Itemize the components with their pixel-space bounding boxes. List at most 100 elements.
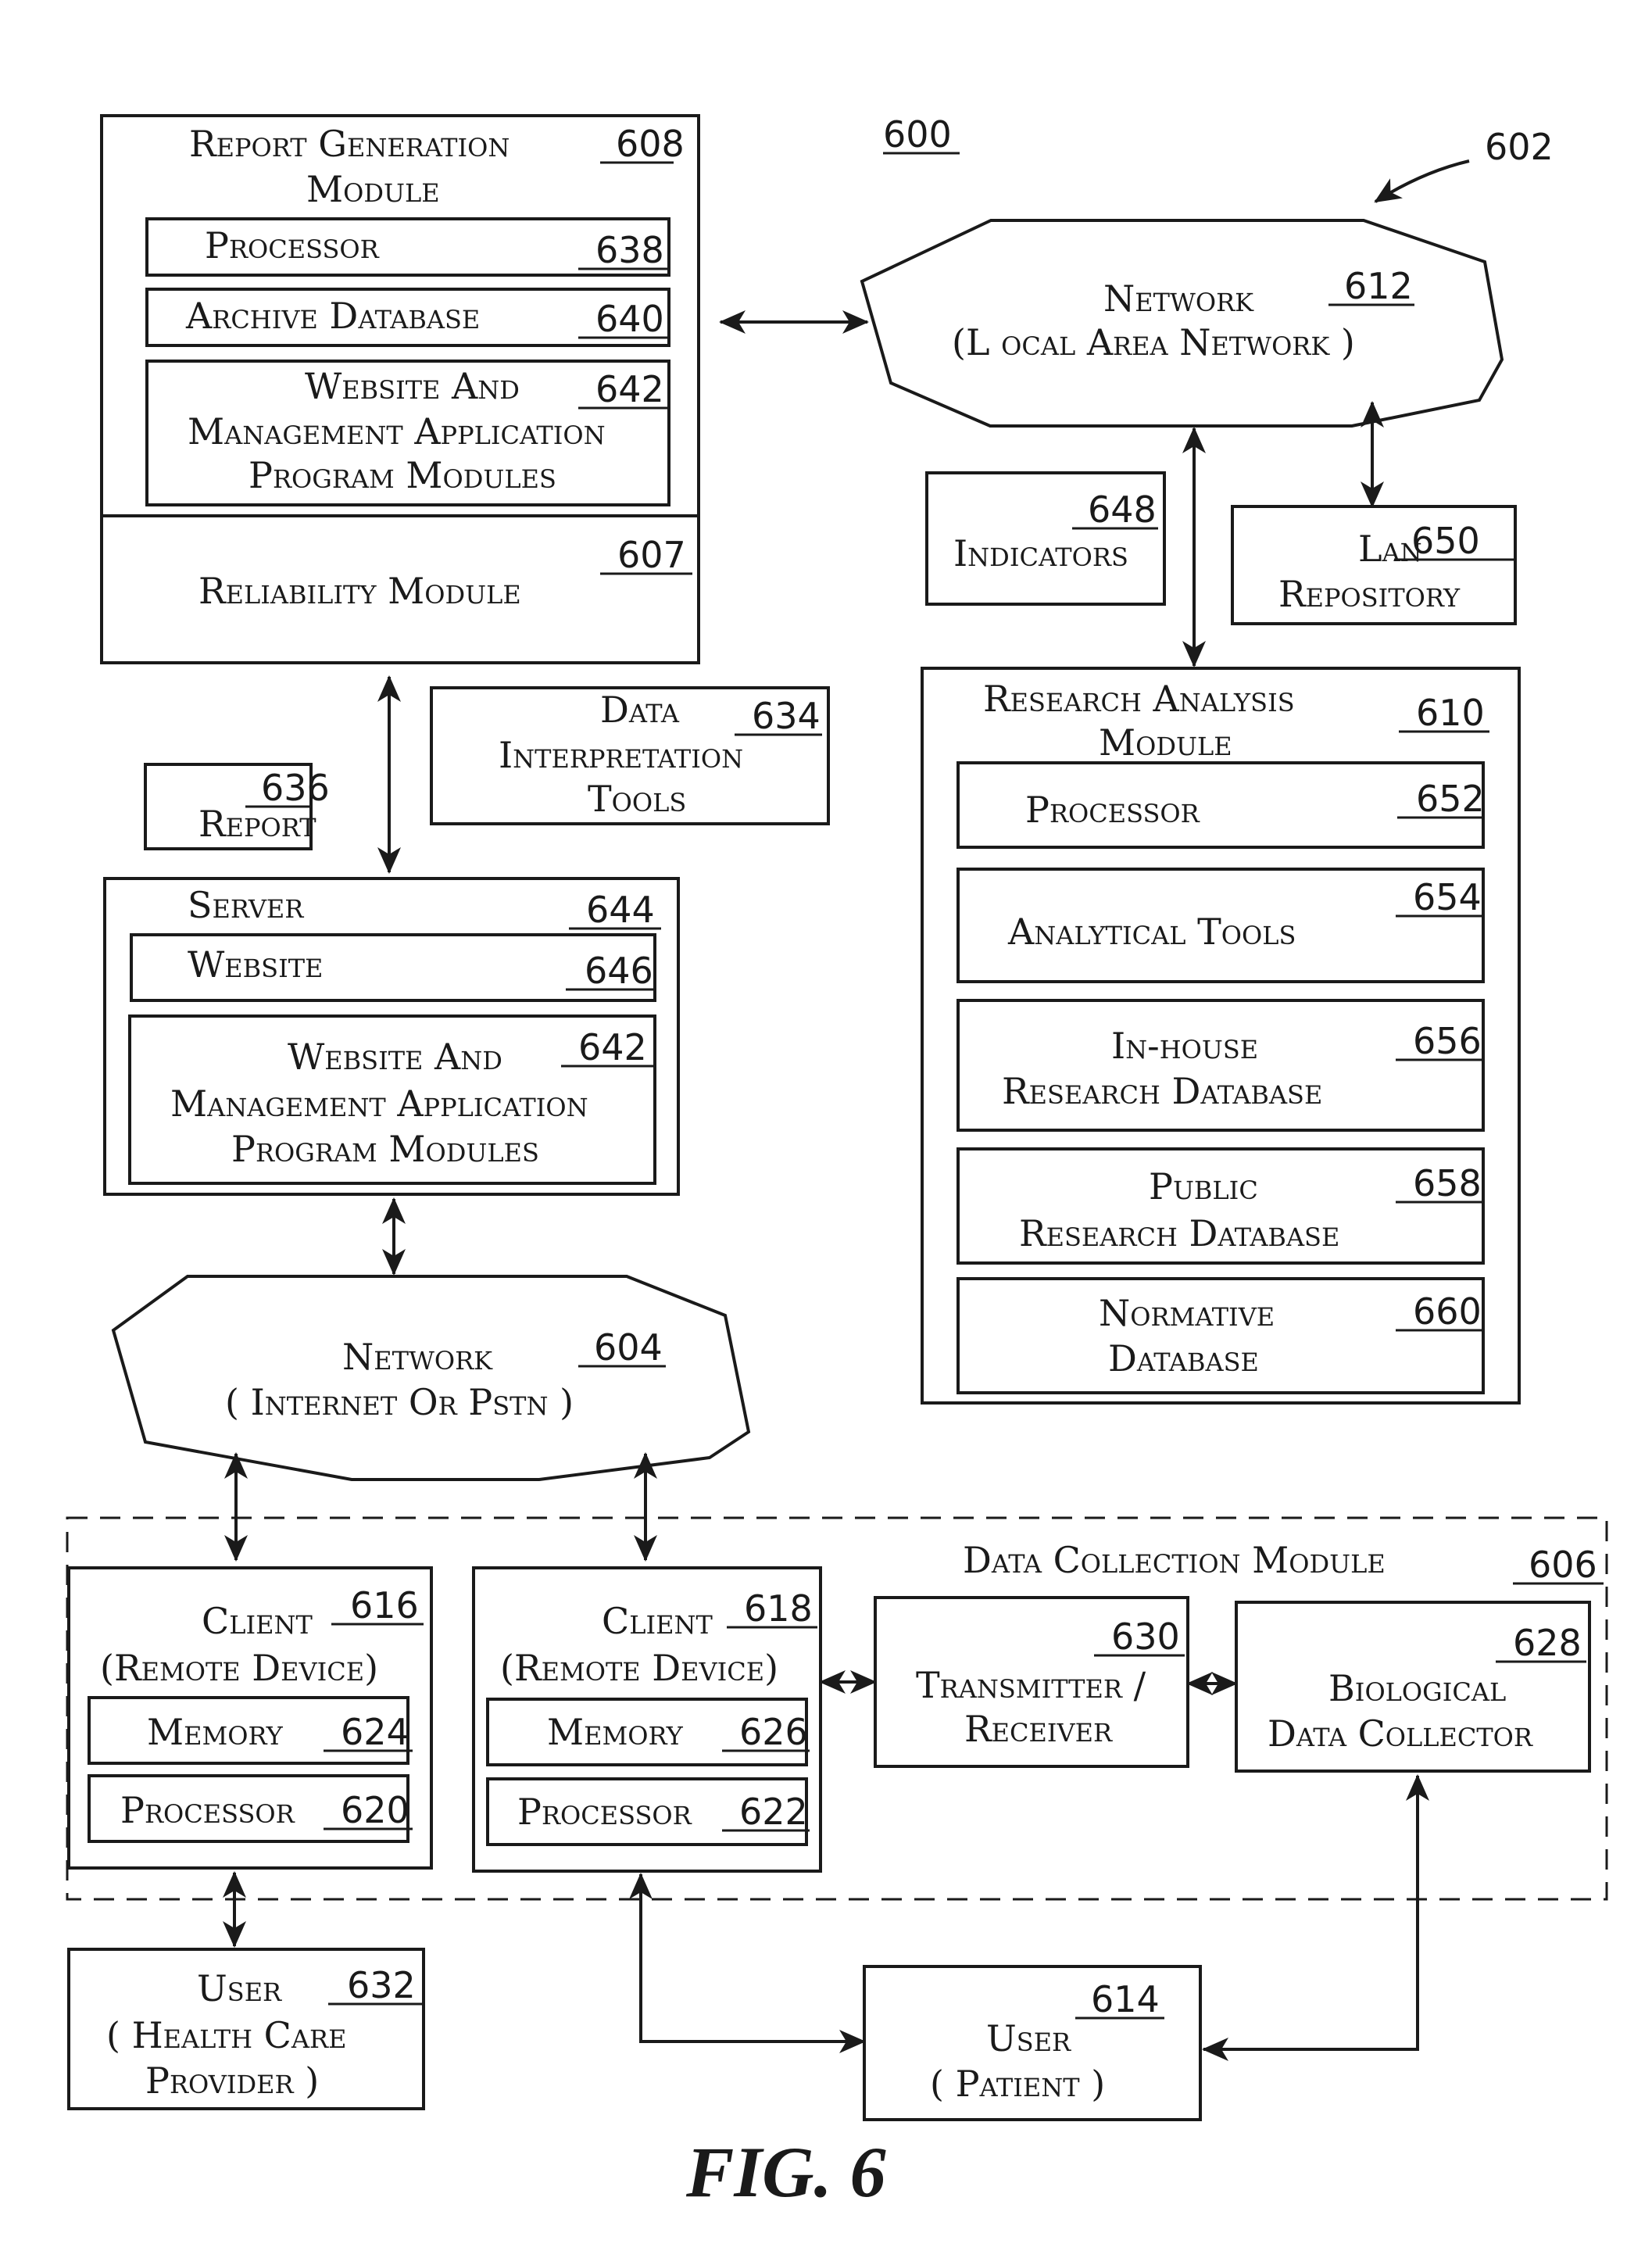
client-618-box: Client (Remote Device) 618 Memory 626 Pr… — [474, 1568, 821, 1871]
report-generation-number: 608 — [616, 123, 685, 165]
user-patient-line1: User — [986, 2017, 1071, 2059]
website-mgmt-a-line1: Website And — [305, 365, 520, 407]
analytical-tools-label: Analytical Tools — [1007, 911, 1296, 953]
server-box: Server 644 Website 646 Website And Manag… — [105, 879, 678, 1194]
network-lan-line2: (L ocal Area Network ) — [952, 321, 1355, 363]
analytical-tools-box: Analytical Tools 654 — [958, 869, 1483, 982]
processor-638-box: Processor 638 — [147, 219, 669, 275]
user-hcp-line1: User — [197, 1967, 282, 2009]
report-box: 636 Report — [145, 764, 330, 849]
data-collection-number: 606 — [1529, 1544, 1597, 1586]
client-616-box: Client (Remote Device) 616 Memory 624 Pr… — [69, 1568, 431, 1868]
indicators-box: 648 Indicators — [927, 473, 1164, 604]
inhouse-number: 656 — [1413, 1020, 1482, 1062]
client-618-line1: Client — [602, 1600, 713, 1642]
report-generation-title-2: Module — [306, 168, 440, 210]
server-number: 644 — [586, 889, 655, 931]
network-lan-line1: Network — [1103, 277, 1254, 320]
website-mgmt-modules-642-box-a: Website And Management Application Progr… — [147, 361, 669, 505]
website-646-label: Website — [188, 943, 323, 986]
client-618-number: 618 — [744, 1587, 813, 1630]
user-patient-number: 614 — [1091, 1978, 1160, 2020]
website-mgmt-b-line2: Management Application — [170, 1082, 588, 1125]
bio-collector-line1: Biological — [1328, 1667, 1506, 1709]
network-internet-number: 604 — [594, 1326, 663, 1369]
research-processor-box: Processor 652 — [958, 763, 1485, 847]
server-title: Server — [188, 884, 304, 926]
website-mgmt-modules-642-box-b: Website And Management Application Progr… — [130, 1016, 655, 1183]
client-616-line1: Client — [202, 1600, 313, 1642]
user-patient-box: User ( Patient ) 614 — [864, 1966, 1200, 2120]
research-title-2: Module — [1099, 721, 1232, 764]
bio-collector-line2: Data Collector — [1268, 1712, 1533, 1755]
ref-602: 602 — [1485, 126, 1554, 168]
user-hcp-line3: Provider ) — [145, 2059, 319, 2102]
data-collection-title: Data Collection Module — [963, 1539, 1386, 1581]
data-interpretation-line1: Data — [600, 689, 680, 731]
memory-626-box: Memory 626 — [488, 1699, 810, 1765]
client-616-line2: (Remote Device) — [100, 1647, 378, 1689]
website-mgmt-b-number: 642 — [578, 1026, 647, 1068]
report-label: Report — [198, 803, 316, 845]
transmitter-number: 630 — [1111, 1616, 1180, 1658]
memory-626-label: Memory — [547, 1711, 684, 1753]
archive-database-box: Archive Database 640 — [147, 289, 669, 345]
memory-624-number: 624 — [341, 1711, 409, 1753]
lan-repository-number: 650 — [1411, 520, 1480, 562]
ref-600: 600 — [883, 113, 952, 156]
network-internet-604: Network ( Internet Or Pstn ) 604 — [113, 1276, 749, 1480]
indicators-label: Indicators — [953, 532, 1128, 574]
inhouse-line1: In-house — [1111, 1025, 1258, 1067]
processor-622-box: Processor 622 — [488, 1779, 810, 1845]
indicators-number: 648 — [1088, 488, 1157, 531]
website-mgmt-b-line1: Website And — [288, 1036, 502, 1078]
processor-638-number: 638 — [595, 229, 664, 271]
client-616-number: 616 — [350, 1584, 419, 1626]
ref-602-leader-arrow — [1375, 161, 1469, 202]
memory-624-box: Memory 624 — [89, 1698, 413, 1763]
processor-620-box: Processor 620 — [89, 1776, 413, 1841]
research-analysis-module: Research Analysis Module 610 Processor 6… — [922, 668, 1519, 1403]
data-interpretation-line3: Tools — [588, 778, 686, 820]
transmitter-line1: Transmitter / — [916, 1664, 1146, 1706]
normative-number: 660 — [1413, 1290, 1482, 1333]
report-generation-title: Report Generation — [189, 123, 510, 165]
inhouse-line2: Research Database — [1002, 1070, 1322, 1112]
processor-620-label: Processor — [120, 1789, 295, 1831]
inhouse-research-db-box: In-house Research Database 656 — [958, 1000, 1483, 1130]
normative-line2: Database — [1108, 1337, 1259, 1379]
transmitter-line2: Receiver — [964, 1708, 1113, 1750]
website-646-box: Website 646 — [131, 935, 655, 1000]
network-internet-line2: ( Internet Or Pstn ) — [225, 1381, 574, 1423]
bio-collector-number: 628 — [1513, 1622, 1582, 1664]
network-lan-number: 612 — [1344, 265, 1413, 307]
report-generation-module: Report Generation Module 608 Processor 6… — [102, 116, 699, 663]
public-number: 658 — [1413, 1162, 1482, 1204]
memory-626-number: 626 — [739, 1711, 808, 1753]
normative-db-box: Normative Database 660 — [958, 1279, 1483, 1393]
network-lan-612: Network (L ocal Area Network ) 612 — [862, 220, 1502, 426]
lan-repository-box: Lan 650 Repository — [1232, 506, 1515, 624]
figure-caption: FIG. 6 — [685, 2132, 886, 2212]
data-interpretation-line2: Interpretation — [499, 734, 743, 776]
processor-622-label: Processor — [517, 1791, 692, 1833]
website-mgmt-a-number: 642 — [595, 368, 664, 410]
data-interpretation-tools-box: Data Interpretation Tools 634 — [431, 688, 828, 824]
lan-repository-line2: Repository — [1278, 573, 1461, 615]
reliability-module-number: 607 — [617, 534, 686, 576]
research-processor-number: 652 — [1416, 778, 1485, 820]
user-patient-line2: ( Patient ) — [930, 2063, 1105, 2105]
processor-638-label: Processor — [205, 224, 380, 267]
public-line2: Research Database — [1019, 1212, 1339, 1254]
website-mgmt-a-line2: Management Application — [188, 410, 606, 453]
user-health-care-provider-box: User ( Health Care Provider ) 632 — [69, 1949, 424, 2109]
reliability-module-label: Reliability Module — [198, 570, 521, 612]
transmitter-receiver-box: Transmitter / Receiver 630 — [875, 1598, 1188, 1766]
research-title: Research Analysis — [983, 678, 1295, 720]
user-hcp-number: 632 — [347, 1964, 416, 2006]
network-internet-line1: Network — [342, 1336, 493, 1378]
analytical-tools-number: 654 — [1413, 876, 1482, 918]
normative-line1: Normative — [1099, 1292, 1275, 1334]
website-mgmt-b-line3: Program Modules — [231, 1128, 539, 1170]
research-processor-label: Processor — [1025, 789, 1200, 831]
